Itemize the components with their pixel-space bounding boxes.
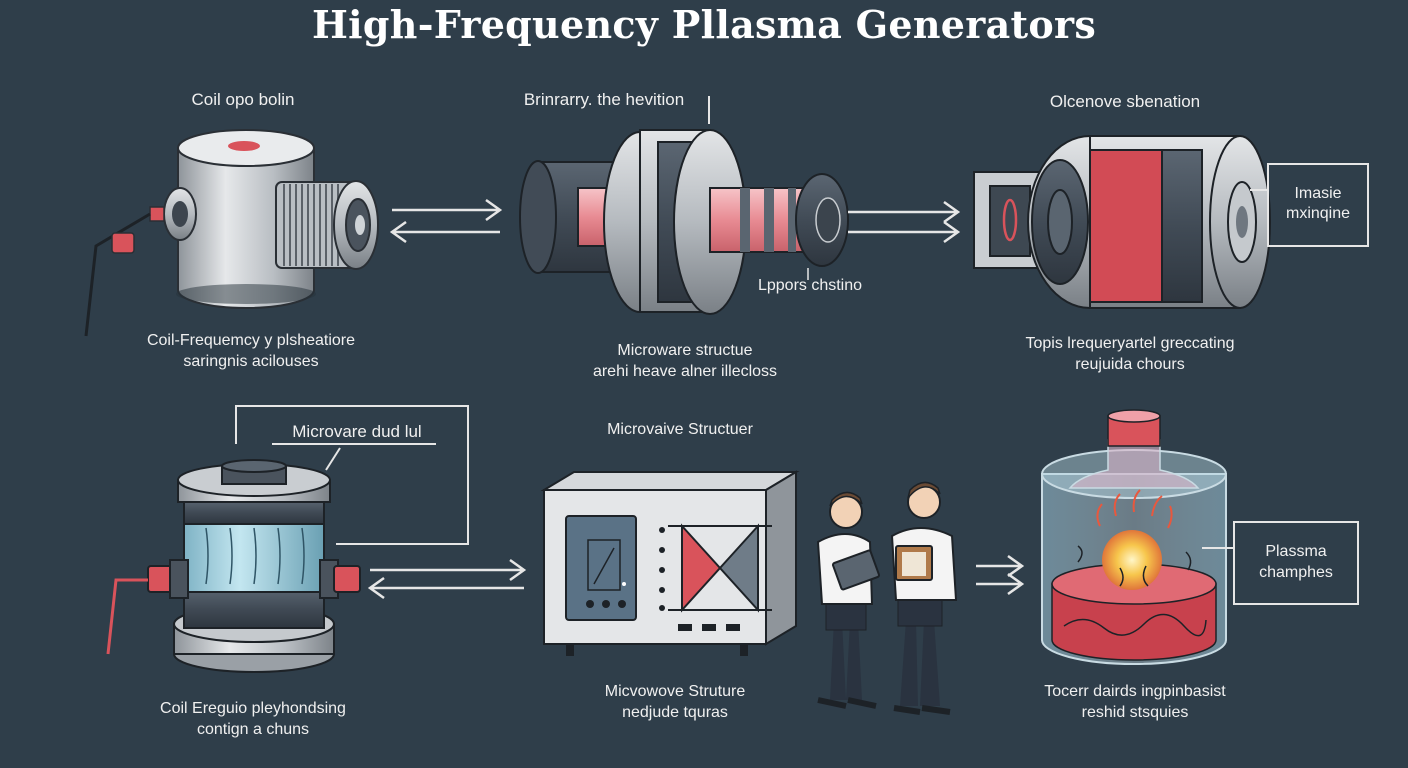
- bottom-mid-caption: Micvowove Struture nedjude tquras: [555, 681, 795, 723]
- bottom-right-caption-line1: Tocerr dairds ingpinbasist: [1044, 683, 1226, 700]
- bottom-right-caption-line2: reshid stsquies: [1081, 704, 1189, 721]
- bottom-mid-caption-line1: Micvowove Struture: [604, 683, 746, 700]
- bottom-left-caption-line2: contign a chuns: [196, 721, 310, 738]
- right-arrow-icon: [976, 554, 1025, 596]
- right-arrow-icon: [848, 200, 961, 244]
- diagram-title: High-Frequency Pllasma Generators: [311, 2, 1097, 47]
- top-right-caption: Topis lrequeryartel greccating reujuida …: [995, 333, 1265, 375]
- engineers-illustration: [816, 481, 958, 715]
- bottom-left-caption: Coil Ereguio pleyhondsing contign a chun…: [118, 698, 388, 740]
- top-right-callout-line2: mxinqine: [1285, 205, 1351, 222]
- top-right-caption-line1: Topis lrequeryartel greccating: [1025, 335, 1235, 352]
- top-mid-caption: Microware structue arehi heave alner ill…: [560, 340, 810, 382]
- bottom-mid-label: Microvaive Structuer: [607, 421, 753, 438]
- plasma-chamber-device: [1041, 409, 1359, 665]
- coil-cylinder-device: [84, 129, 379, 337]
- bottom-right-callout-line2: champhes: [1259, 564, 1333, 581]
- top-right-callout: Imasie mxinqine: [1270, 184, 1366, 224]
- double-arrow-icon: [389, 198, 503, 244]
- top-mid-inner-label: Lppors chstino: [757, 277, 863, 294]
- top-left-caption: Coil-Frequemcy y plsheatiore saringnis a…: [116, 330, 386, 372]
- double-arrow-icon: [367, 558, 527, 600]
- coil-frequency-device: [106, 405, 469, 673]
- top-left-caption-line1: Coil-Frequemcy y plsheatiore: [146, 332, 356, 349]
- top-mid-label: Brinrarry. the hevition: [523, 90, 685, 109]
- bottom-right-callout-line1: Plassma: [1265, 543, 1327, 560]
- bottom-mid-caption-line2: nedjude tquras: [622, 704, 728, 721]
- solenoid-device: [973, 135, 1369, 309]
- top-mid-caption-line1: Microware structue: [617, 342, 753, 359]
- top-right-callout-line1: Imasie: [1294, 185, 1342, 202]
- top-right-label: Olcenove sbenation: [1049, 92, 1201, 111]
- microwave-cabinet-device: [540, 470, 800, 656]
- bottom-left-caption-line1: Coil Ereguio pleyhondsing: [160, 700, 346, 717]
- top-left-label: Coil opo bolin: [191, 90, 295, 109]
- top-mid-caption-line2: arehi heave alner illecloss: [592, 363, 778, 380]
- microwave-structure-device: [519, 96, 849, 315]
- bottom-left-callout: Microvare dud lul: [292, 422, 422, 441]
- bottom-right-caption: Tocerr dairds ingpinbasist reshid stsqui…: [1005, 681, 1265, 723]
- top-left-caption-line2: saringnis acilouses: [183, 353, 319, 370]
- bottom-right-callout: Plassma champhes: [1238, 541, 1354, 583]
- top-right-caption-line2: reujuida chours: [1075, 356, 1185, 373]
